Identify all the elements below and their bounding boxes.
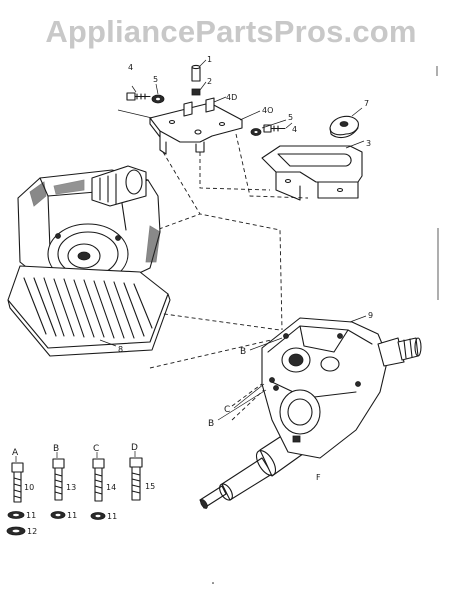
bolt-14: [92, 458, 105, 502]
bolt-15: [129, 457, 143, 501]
callout-b-upper: B: [240, 347, 246, 357]
washer-part-5: [151, 94, 165, 104]
bolt-letter-b: B: [53, 444, 59, 454]
callout-5-top: 5: [153, 75, 158, 84]
oil-pan-fins: [23, 277, 153, 339]
callout-1: 1: [207, 55, 212, 64]
callout-3: 3: [366, 139, 371, 148]
callout-11-b: 11: [67, 511, 77, 520]
callout-9: 9: [368, 311, 373, 320]
lock-washers-11: [7, 511, 106, 520]
callout-5-right: 5: [288, 113, 293, 122]
bolt-10: [11, 462, 24, 503]
callout-8: 8: [118, 345, 123, 354]
shift-plate-part-3: [261, 145, 363, 201]
cam-part-7: [329, 115, 359, 139]
pin-part-1: [191, 64, 201, 82]
callout-4o: 4O: [262, 106, 273, 115]
alignment-line-3: [235, 133, 309, 199]
callout-7: 7: [364, 99, 369, 108]
alignment-line-2: [199, 152, 271, 191]
watermark-logo: AppliancePartsPros.com: [45, 14, 417, 49]
callout-10: 10: [24, 483, 34, 492]
alignment-line-1: [162, 151, 283, 331]
alignment-line-6: [149, 337, 281, 369]
washer-part-5-right: [250, 128, 262, 136]
callout-12: 12: [27, 527, 37, 536]
callout-4-right: 4: [292, 125, 297, 134]
callout-13: 13: [66, 483, 76, 492]
bolt-letter-c: C: [93, 444, 99, 454]
alignment-line-8: [231, 385, 269, 421]
callout-4d: 4D: [226, 93, 237, 102]
scan-dot: [212, 582, 214, 584]
callout-11-c: 11: [107, 512, 117, 521]
callout-f: F: [316, 473, 321, 482]
callout-14: 14: [106, 483, 116, 492]
flat-washer-12: [6, 526, 26, 536]
bolt-part-4: [126, 92, 151, 101]
gear-housing-part-8: [7, 165, 171, 357]
callout-b-lower: B: [208, 419, 214, 429]
transaxle-part-9: [199, 317, 422, 509]
mounting-bracket: [149, 97, 243, 155]
bolt-part-4-right: [263, 124, 286, 133]
bolt-letter-a: A: [12, 448, 19, 458]
callout-11-a: 11: [26, 511, 36, 520]
callout-2: 2: [207, 77, 212, 86]
bolt-letter-d: D: [131, 443, 138, 453]
callout-15: 15: [145, 482, 155, 491]
alignment-line-7: [231, 377, 271, 407]
alignment-line-5: [149, 311, 281, 331]
bolt-13: [52, 458, 65, 501]
nut-part-2: [191, 88, 201, 96]
callout-c: C: [224, 405, 230, 415]
callout-4-top: 4: [128, 63, 133, 72]
